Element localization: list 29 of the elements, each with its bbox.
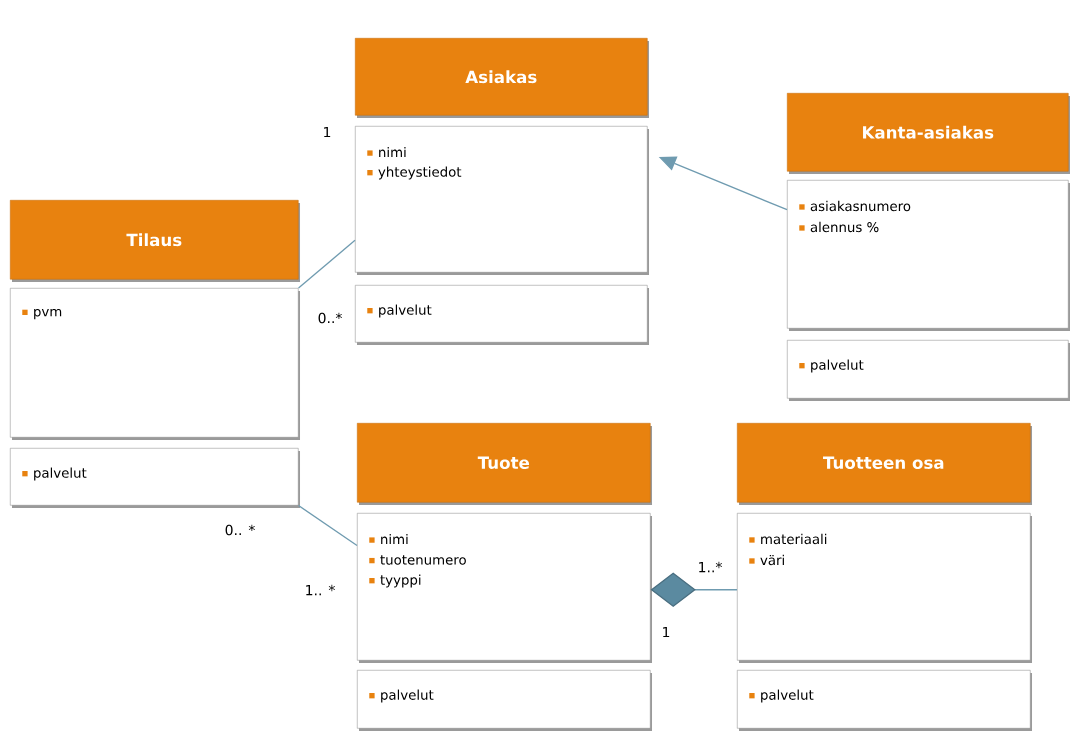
list-item: nimi	[367, 146, 406, 158]
class-header: Kanta-asiakas	[787, 93, 1070, 174]
list-item: palvelut	[369, 689, 434, 703]
list-item: tuotenumero	[369, 555, 466, 565]
list-item: nimi	[369, 533, 408, 545]
class-header: Tilaus	[10, 200, 300, 282]
multiplicity-label: 1	[324, 126, 331, 138]
list-item: palvelut	[367, 304, 432, 318]
list-item: palvelut	[749, 689, 814, 703]
multiplicity-label: 1.. *	[306, 584, 335, 596]
list-item: palvelut	[22, 467, 87, 481]
connector	[297, 504, 358, 547]
list-item: materiaali	[749, 533, 827, 545]
list-item: yhteystiedot	[367, 166, 462, 180]
multiplicity-label: 0..*	[318, 312, 342, 324]
list-item: pvm	[22, 308, 62, 320]
connector	[650, 572, 738, 608]
class-header: Asiakas	[355, 38, 649, 118]
class-header: Tuotteen osa	[737, 423, 1032, 505]
list-item: väri	[749, 554, 784, 566]
list-item: asiakasnumero	[799, 200, 911, 212]
multiplicity-label: 0.. *	[225, 524, 255, 536]
multiplicity-label: 1..*	[699, 561, 722, 573]
connector	[297, 239, 356, 289]
list-item: palvelut	[799, 359, 864, 373]
multiplicity-label: 1	[663, 626, 670, 638]
list-item: alennus %	[799, 221, 879, 233]
class-header: Tuote	[357, 423, 652, 505]
list-item: tyyppi	[369, 574, 421, 588]
